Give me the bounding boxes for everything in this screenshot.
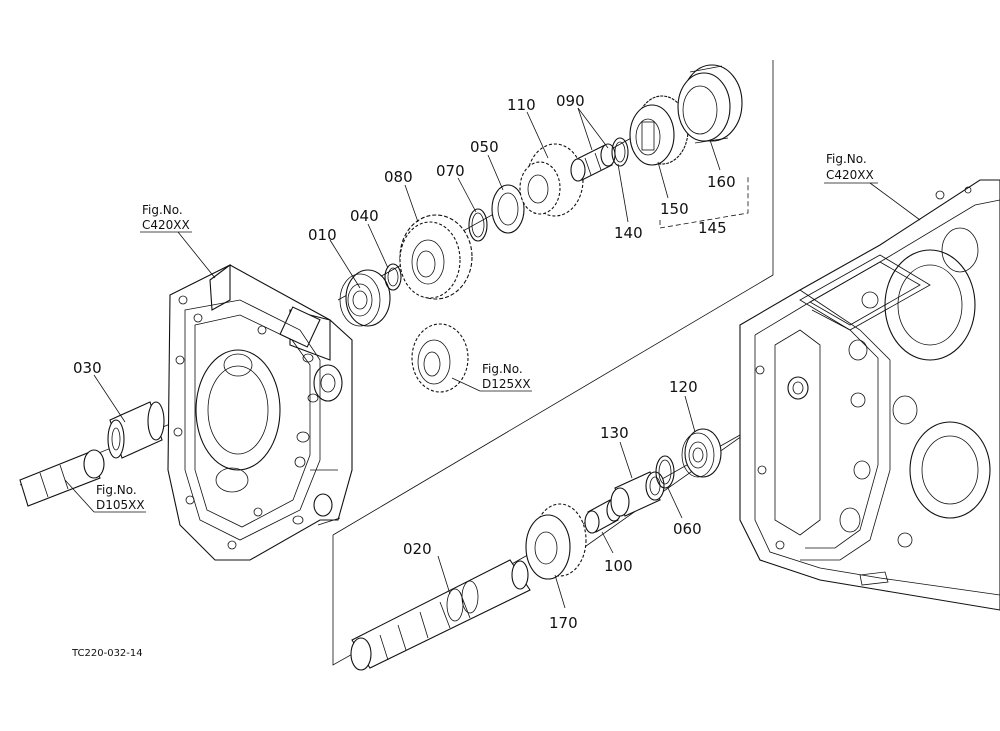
label-130: 130 [600, 424, 629, 442]
label-120: 120 [669, 378, 698, 396]
part-130-collar [610, 471, 665, 517]
label-090: 090 [556, 92, 585, 110]
label-080: 080 [384, 168, 413, 186]
fig-ref-code: D125XX [482, 377, 531, 391]
label-050: 050 [470, 138, 499, 156]
fig-ref-title: Fig.No. [826, 152, 867, 166]
part-150-shift-hub [629, 95, 689, 166]
fig-ref-code: C420XX [142, 218, 190, 232]
label-100: 100 [604, 557, 633, 575]
part-090-needle-bearing [570, 143, 616, 182]
part-170-gear [525, 503, 587, 580]
label-010: 010 [308, 226, 337, 244]
label-030: 030 [73, 359, 102, 377]
fig-ref-title: Fig.No. [96, 483, 137, 497]
label-020: 020 [403, 540, 432, 558]
part-080-gear [399, 214, 473, 300]
fig-ref-right-housing: Fig.No. C420XX [826, 152, 874, 182]
part-070-snap-ring [468, 208, 488, 242]
leader-lines [93, 107, 749, 609]
fig-ref-title: Fig.No. [142, 203, 183, 217]
lower-gear-reference [411, 323, 469, 393]
fig-ref-lower-gear: Fig.No. D125XX [482, 362, 531, 391]
label-170: 170 [549, 614, 578, 632]
part-020-shaft [350, 559, 531, 671]
label-060: 060 [673, 520, 702, 538]
left-housing [167, 263, 353, 561]
fig-ref-title: Fig.No. [482, 362, 523, 376]
label-150: 150 [660, 200, 689, 218]
fig-ref-code: D105XX [96, 498, 145, 512]
part-110-gear [519, 143, 584, 217]
part-040-snap-ring [384, 263, 402, 291]
label-110: 110 [507, 96, 536, 114]
part-050-washer [491, 184, 525, 234]
label-140: 140 [614, 224, 643, 242]
part-120-bearing [681, 428, 722, 478]
label-040: 040 [350, 207, 379, 225]
fig-ref-code: C420XX [826, 168, 874, 182]
fig-ref-left-housing: Fig.No. C420XX [142, 203, 190, 232]
fig-ref-input-shaft: Fig.No. D105XX [96, 483, 145, 512]
part-160-shift-sleeve [677, 64, 743, 144]
right-housing [739, 179, 1000, 611]
part-060-snap-ring [655, 455, 675, 489]
part-140-snap-ring [611, 137, 629, 167]
part-030-sleeve [107, 401, 165, 459]
fig-ref-leaders [64, 182, 921, 513]
part-010-bearing [339, 269, 391, 327]
label-070: 070 [436, 162, 465, 180]
upper-assembly-frame [332, 60, 774, 536]
label-160: 160 [707, 173, 736, 191]
label-145: 145 [698, 219, 727, 237]
input-shaft [19, 449, 105, 507]
drawing-code: TC220-032-14 [71, 648, 143, 659]
part-labels: 010 020 030 040 050 060 070 080 090 100 … [73, 92, 736, 632]
